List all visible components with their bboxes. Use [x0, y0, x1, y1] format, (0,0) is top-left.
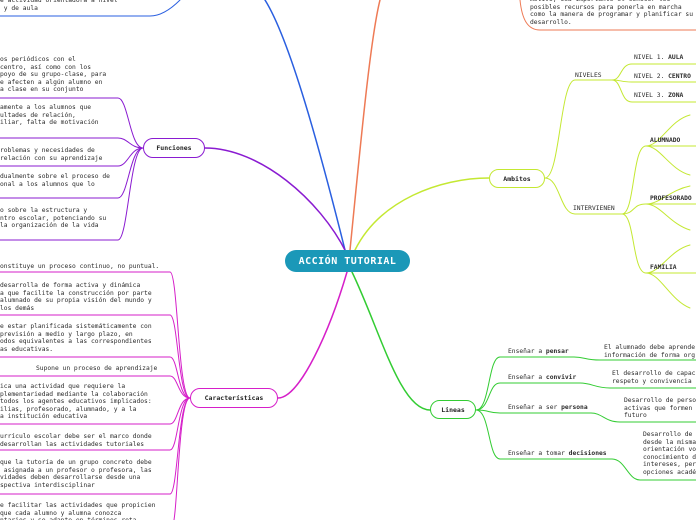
caracteristicas-item-5: ica una actividad que requiere la plemen…	[0, 383, 152, 421]
intervienen-familia: FAMILIA	[650, 264, 677, 271]
caracteristicas-item-1: onstituye un proceso continuo, no puntua…	[0, 263, 160, 270]
caracteristicas-item-2: desarrolla de forma activa y dinámica a …	[0, 282, 152, 312]
funciones-item-1: os periódicos con el centro, así como co…	[0, 56, 107, 94]
top-left-note: e actividad orientadora a nivel y de aul…	[0, 0, 118, 12]
niveles-label: NIVELES	[575, 72, 602, 79]
funciones-node[interactable]: Funciones	[143, 138, 205, 158]
caracteristicas-item-3: e estar planificada sistemáticamente con…	[0, 323, 152, 353]
caracteristicas-item-4: Supone un proceso de aprendizaje	[36, 365, 158, 372]
linea-decisiones: Enseñar a tomar decisiones	[508, 450, 607, 457]
funciones-item-3: roblemas y necesidades de relación con s…	[0, 147, 103, 162]
intervienen-profesorado: PROFESORADO	[650, 195, 692, 202]
central-node[interactable]: ACCIÓN TUTORIAL	[285, 250, 410, 272]
ambitos-node[interactable]: Ambitos	[489, 169, 545, 188]
funciones-item-5: o sobre la estructura y ntro escolar, po…	[0, 207, 107, 230]
caracteristicas-item-7: que la tutoría de un grupo concreto debe…	[0, 459, 152, 489]
linea-pensar-detail: El alumnado debe aprende información de …	[604, 344, 695, 359]
linea-convivir-detail: El desarrollo de capac respeto y convive…	[612, 370, 696, 385]
linea-pensar: Enseñar a pensar	[508, 348, 569, 355]
linea-convivir: Enseñar a convivir	[508, 374, 577, 381]
intervienen-label: INTERVIENEN	[573, 205, 615, 212]
linea-decisiones-detail: Desarrollo de desde la misma orientación…	[643, 431, 696, 476]
caracteristicas-item-6: urrículo escolar debe ser el marco donde…	[0, 433, 152, 448]
linea-persona-detail: Desarrollo de perso activas que formen f…	[624, 397, 696, 420]
caracteristicas-node[interactable]: Características	[190, 388, 278, 408]
funciones-item-2: amente a los alumnos que ultades de rela…	[0, 104, 99, 127]
nivel-2: NIVEL 2. CENTRO	[634, 73, 691, 80]
caracteristicas-item-8: e facilitar las actividades que propicie…	[0, 502, 156, 520]
lineas-node[interactable]: Lineas	[430, 400, 476, 419]
linea-persona: Enseñar a ser persona	[508, 404, 588, 411]
intervienen-alumnado: ALUMNADO	[650, 137, 681, 144]
top-right-note: motivo, sea importante el conocer los po…	[530, 0, 694, 26]
funciones-item-4: dualmente sobre el proceso de onal a los…	[0, 173, 110, 188]
nivel-1: NIVEL 1. AULA	[634, 54, 684, 61]
nivel-3: NIVEL 3. ZONA	[634, 92, 684, 99]
